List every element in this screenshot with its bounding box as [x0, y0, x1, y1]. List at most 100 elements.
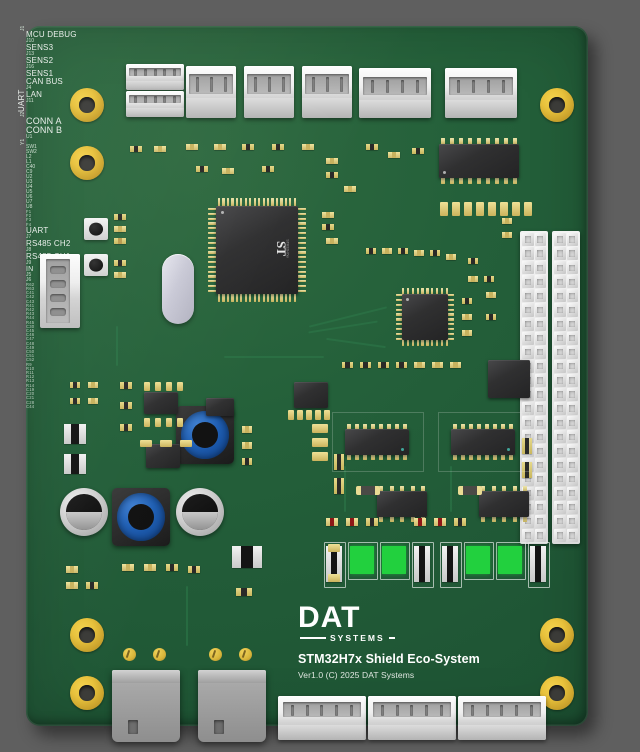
- label-conn-a: CONN A: [26, 116, 62, 126]
- ref-bottom: R14: [26, 382, 35, 388]
- copper-trace: [116, 326, 118, 366]
- smd-capacitor: [414, 250, 424, 256]
- smd-resistor: [334, 454, 344, 470]
- smd-resistor: [484, 276, 494, 282]
- smd-capacitor: [502, 218, 512, 224]
- ref-c20: C20: [26, 391, 35, 397]
- smd-resistor: [522, 438, 532, 454]
- tact-switch-sw2[interactable]: [84, 254, 108, 276]
- smd-capacitor: [154, 146, 166, 152]
- connector-mcu-debug: [126, 64, 184, 120]
- smd-resistor: [196, 166, 208, 172]
- pad-row: [440, 202, 532, 216]
- smd-resistor: [486, 314, 496, 320]
- mounting-hole: [70, 146, 104, 180]
- ref-u2: U2: [26, 174, 33, 180]
- fuse-f3: [466, 546, 490, 574]
- ref-cluster: C42: [26, 294, 35, 300]
- smd-capacitor: [88, 382, 98, 388]
- ref-c19: C19: [26, 386, 35, 392]
- ref-bottom: R10: [26, 365, 35, 371]
- ref-right-cluster: R43: [26, 311, 35, 317]
- pad-row-small: [144, 418, 183, 427]
- mounting-hole: [70, 88, 104, 122]
- ref-row: R44: [26, 315, 35, 321]
- ref-c28: C28: [26, 399, 35, 405]
- ref-u5: U5: [26, 189, 33, 195]
- smd-resistor: [334, 478, 344, 494]
- ref-cluster: R63: [26, 286, 35, 292]
- pin-header-conn-a[interactable]: [520, 231, 548, 544]
- copper-trace: [224, 356, 324, 358]
- ref-bottom: R11: [26, 370, 34, 376]
- ref-sw2: SW2: [26, 149, 37, 155]
- label-mcu-debug: MCU DEBUG: [26, 30, 77, 39]
- ref-row: C30: [26, 323, 35, 329]
- power-terminal-j6: [198, 670, 266, 742]
- terminal-screw: [239, 648, 252, 661]
- smd-capacitor: [322, 212, 334, 218]
- ref-j13: J13: [26, 51, 35, 57]
- ref-bottom: R12: [26, 374, 35, 380]
- tact-switch-sw1[interactable]: [84, 218, 108, 240]
- ref-f1: F1: [26, 209, 32, 214]
- pin-header-conn-b[interactable]: [552, 231, 580, 544]
- ic-u5: [344, 424, 410, 460]
- ref-j7: J7: [26, 233, 32, 240]
- silk-outline: [438, 412, 530, 472]
- smd-capacitor: [462, 314, 472, 320]
- smd-capacitor: [88, 398, 98, 404]
- label-sens3: SENS3: [26, 43, 54, 52]
- ref-c52: C52: [26, 357, 35, 363]
- ref-cluster: R62: [26, 281, 35, 287]
- ref-j4: J4: [26, 85, 32, 91]
- smd-capacitor: [388, 152, 400, 158]
- silk-outline: [332, 412, 424, 472]
- smd-resistor: [242, 144, 254, 150]
- ref-u3: U3: [26, 179, 33, 185]
- smd-resistor: [70, 382, 80, 388]
- smd-resistor: [262, 166, 274, 172]
- smd-capacitor: [486, 292, 496, 298]
- mounting-hole: [540, 88, 574, 122]
- label-can-bus: CAN BUS: [26, 77, 63, 86]
- ref-c40: C40: [26, 164, 36, 170]
- smd-capacitor: [114, 272, 126, 278]
- ic-u7: [376, 486, 428, 522]
- ref-l1: L1: [26, 159, 32, 165]
- smd-capacitor: [66, 582, 78, 589]
- smd-capacitor: [114, 226, 126, 232]
- ic-soic-left: [146, 444, 180, 468]
- smd-capacitor: [144, 564, 156, 571]
- logo-rule-right: [388, 637, 395, 639]
- smd-resistor: [114, 260, 126, 266]
- ref-y1: Y1: [20, 138, 26, 145]
- connector-rs485-ch2: [368, 696, 456, 740]
- logo-rule-left: [300, 637, 326, 639]
- mounting-hole: [540, 618, 574, 652]
- ref-row: R45: [26, 319, 35, 325]
- ref-j6: J6: [26, 276, 32, 283]
- label-conn-b: CONN B: [26, 125, 63, 135]
- ic-u4: [488, 360, 530, 398]
- ref-c50: C50: [26, 349, 35, 355]
- smd-capacitor: [64, 424, 86, 444]
- ref-right-cluster: R41: [26, 302, 35, 308]
- logo-sub-row: SYSTEMS: [300, 633, 395, 643]
- ref-j8: J8: [26, 246, 32, 253]
- ic-soic-8: [144, 392, 178, 414]
- smd-resistor: [412, 148, 424, 154]
- ref-c46: C46: [26, 332, 35, 338]
- smd-resistor: [130, 146, 142, 152]
- ref-f2: F2: [26, 213, 32, 219]
- ref-u7: U7: [26, 199, 33, 205]
- smd-resistor: [242, 458, 252, 465]
- smd-capacitor: [242, 426, 252, 433]
- pcb-board: J1 MCU DEBUG J10 SENS3 J13 SENS2: [17, 26, 588, 742]
- copper-trace: [186, 586, 188, 646]
- power-terminal-j5: [112, 670, 180, 742]
- label-power-in: IN: [26, 265, 34, 273]
- smd-capacitor: [462, 330, 472, 336]
- smd-capacitor: [302, 144, 314, 150]
- smd-capacitor: [446, 254, 456, 260]
